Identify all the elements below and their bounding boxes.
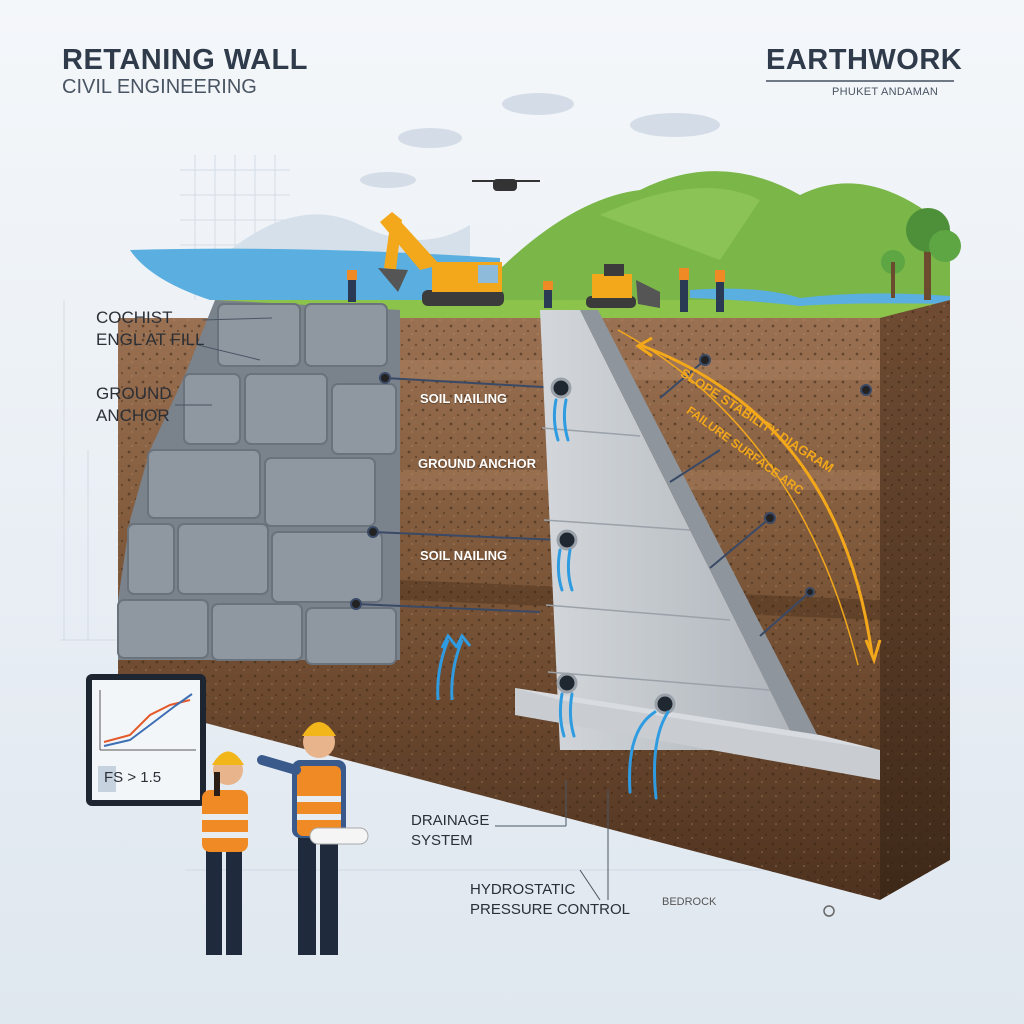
excavator [378,212,504,306]
brand-location: PHUKET ANDAMAN [832,86,939,98]
soil-nailing-label-top: SOIL NAILING [420,391,508,406]
page-title: RETANING WALL [62,44,308,76]
stability-arc-inner [617,329,859,666]
green-hill-back [600,188,760,260]
soil-nailing-label-lower: SOIL NAILING [420,548,508,563]
tree [881,208,961,300]
bedrock-marker [823,905,835,917]
soil-nails [350,372,561,613]
backfill-callout: COCHIST ENGL'AT FILL [96,308,205,349]
concrete-footing-top [515,688,880,750]
concrete-joints [541,427,771,691]
monitor-panel [86,674,206,806]
drain-flow [552,398,670,800]
engineer-left [202,751,248,955]
ground-anchor-callout: GROUND ANCHOR [96,384,172,425]
brand-rule [766,80,954,82]
right-anchors [659,354,872,637]
weep-holes [550,377,676,715]
stability-arc-arrowhead [864,639,882,665]
clouds [360,93,720,188]
concrete-face [580,310,820,750]
engineer-right [257,722,369,955]
monitor-fs-reading: FS > 1.5 [104,769,162,786]
brand-title: EARTHWORK [766,44,963,76]
concrete-stem [540,310,800,750]
callout-leaders [175,317,609,901]
hydrostatic-callout: HYDROSTATIC PRESSURE CONTROL [470,881,631,918]
bedrock-callout: BEDROCK [662,896,717,908]
sea [130,248,500,300]
top-workers [347,268,725,312]
page-subtitle: CIVIL ENGINEERING [62,76,257,98]
soil-side-speckle [880,300,950,900]
river [690,288,950,306]
stability-arc-outer [639,343,874,656]
block-wall [117,300,400,665]
concrete-footing [515,688,880,780]
drainage-callout: DRAINAGE SYSTEM [411,812,490,849]
uplift-arrows [436,633,472,701]
drone [472,179,540,191]
stability-arc-arrowtail [635,336,653,358]
bulldozer [586,264,660,308]
ground-anchor-label: GROUND ANCHOR [418,456,536,471]
